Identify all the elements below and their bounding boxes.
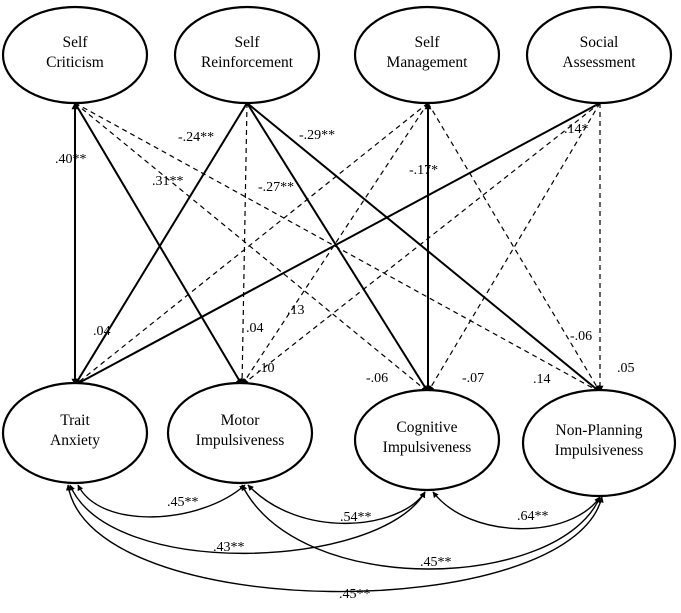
path-sr-ta bbox=[74, 102, 248, 386]
covariance-layer bbox=[65, 484, 604, 593]
path-sm-ta bbox=[74, 102, 429, 386]
node-label-line: Self bbox=[63, 34, 89, 51]
node-label-line: Self bbox=[415, 34, 441, 51]
node-label-line: Social bbox=[580, 34, 619, 51]
path-sr-mi bbox=[238, 102, 248, 386]
covariance-label: .45** bbox=[167, 495, 199, 510]
covariance-ta-npi bbox=[65, 484, 604, 593]
path-label: .14 bbox=[533, 372, 551, 387]
path-label: -.27** bbox=[258, 180, 294, 195]
node-ellipse bbox=[173, 5, 321, 105]
path-sr-ci bbox=[246, 102, 429, 393]
node-layer: SelfCriticismSelfReinforcementSelfManage… bbox=[1, 5, 677, 498]
path-label: -.06 bbox=[366, 371, 388, 386]
node-label-line: Reinforcement bbox=[201, 54, 294, 71]
path-sa-ci bbox=[427, 102, 601, 393]
node-label-line: Self bbox=[235, 34, 261, 51]
path-label: .31** bbox=[152, 174, 184, 189]
path-sa-mi bbox=[241, 102, 601, 386]
covariance-ci-npi bbox=[432, 491, 601, 530]
path-label: .14* bbox=[564, 122, 589, 137]
node-ellipse bbox=[353, 5, 501, 105]
node-ellipse bbox=[353, 388, 501, 492]
node-label-line: Impulsiveness bbox=[555, 442, 644, 459]
covariance-mi-npi bbox=[241, 484, 601, 570]
path-label: .13 bbox=[287, 303, 305, 318]
path-sa-ta bbox=[74, 102, 601, 386]
node-label-line: Assessment bbox=[562, 54, 636, 71]
covariance-label: .54** bbox=[340, 510, 372, 525]
node-label-line: Motor bbox=[221, 412, 261, 429]
covariance-label: .64** bbox=[517, 509, 549, 524]
covariance-ta-mi bbox=[77, 484, 246, 518]
path-label: .04 bbox=[246, 321, 264, 336]
path-label: -.17* bbox=[409, 163, 438, 178]
node-label-line: Cognitive bbox=[396, 419, 457, 436]
path-label: .40** bbox=[55, 152, 87, 167]
label-layer: .45** .54** .64** .43** .45** .45** .40** .31**… bbox=[55, 122, 635, 602]
node-ellipse bbox=[166, 381, 314, 485]
node-label-line: Trait bbox=[60, 412, 90, 429]
path-label: .10 bbox=[257, 361, 275, 376]
path-sc-mi bbox=[74, 102, 243, 386]
path-label: -.07 bbox=[462, 371, 484, 386]
covariance-label: .45** bbox=[420, 555, 452, 570]
path-label: -.29** bbox=[299, 128, 335, 143]
path-sr-npi bbox=[246, 102, 601, 393]
covariance-label: .45** bbox=[339, 587, 371, 602]
path-label: .05 bbox=[617, 361, 635, 376]
path-label: -.06 bbox=[570, 329, 592, 344]
path-label: -.24** bbox=[178, 130, 214, 145]
node-label-line: Impulsiveness bbox=[196, 432, 285, 449]
node-label-line: Non-Planning bbox=[556, 422, 643, 439]
covariance-ta-ci bbox=[69, 484, 426, 555]
node-label-line: Impulsiveness bbox=[383, 439, 472, 456]
node-ellipse bbox=[1, 5, 149, 105]
node-label-line: Management bbox=[387, 54, 469, 71]
covariance-label: .43** bbox=[213, 540, 245, 555]
node-ellipse bbox=[521, 388, 677, 498]
node-label-line: Criticism bbox=[46, 54, 104, 71]
path-sc-ci bbox=[74, 102, 429, 393]
node-label-line: Anxiety bbox=[50, 432, 100, 449]
node-ellipse bbox=[525, 5, 673, 105]
path-sm-npi bbox=[427, 102, 601, 393]
node-ellipse bbox=[1, 381, 149, 485]
path-label: .04 bbox=[93, 324, 111, 339]
edge-layer bbox=[71, 102, 604, 393]
path-sm-mi bbox=[241, 102, 429, 386]
